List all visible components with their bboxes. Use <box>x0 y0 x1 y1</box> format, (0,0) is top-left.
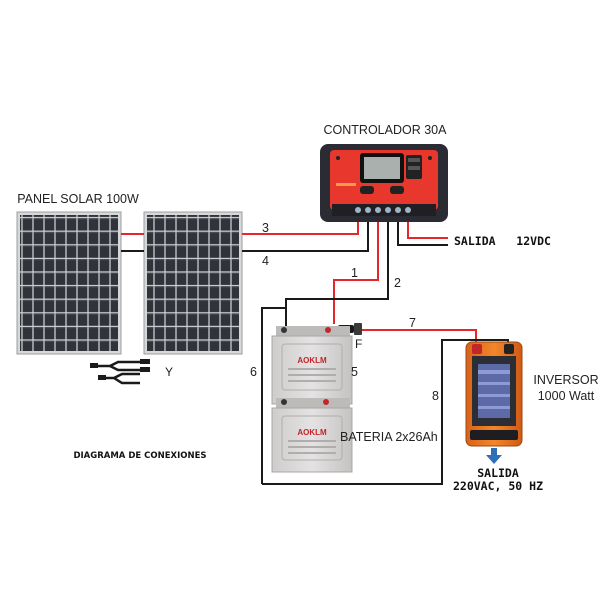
wire-1 <box>333 218 379 324</box>
wire-3 <box>242 218 359 235</box>
wire-6 <box>261 307 287 484</box>
inverter-label-line1: INVERSOR <box>533 373 598 387</box>
wire-number-6: 6 <box>250 365 257 379</box>
inverter <box>465 341 523 447</box>
wire-number-2: 2 <box>394 276 401 290</box>
panel-label: PANEL SOLAR 100W <box>17 192 139 206</box>
wire-number-4: 4 <box>262 254 269 268</box>
solar-panel-right <box>143 211 243 355</box>
battery-bottom-brand: AOKLM <box>297 428 327 437</box>
y-connector-label: Y <box>165 365 173 379</box>
wire-7 <box>360 329 477 344</box>
wire-8 <box>262 339 509 485</box>
battery-top-brand: AOKLM <box>297 356 327 365</box>
charge-controller <box>320 144 448 222</box>
fuse-label: F <box>355 337 362 351</box>
wire-number-3: 3 <box>262 221 269 235</box>
ac-output-label-line2: 220VAC, 50 HZ <box>453 479 543 493</box>
wire-4 <box>242 218 369 252</box>
arrow-down-icon <box>486 448 502 464</box>
wire-number-8: 8 <box>432 389 439 403</box>
solar-panel-left <box>16 211 122 355</box>
dc-out-negative <box>397 218 448 246</box>
dc-output-label: SALIDA 12VDC <box>454 234 551 248</box>
dc-out-positive <box>407 218 448 239</box>
battery-top: AOKLM <box>271 326 353 405</box>
inverter-label-line2: 1000 Watt <box>538 389 595 403</box>
diagram-title: DIAGRAMA DE CONEXIONES <box>73 451 206 461</box>
battery-label: BATERIA 2x26Ah <box>340 430 438 444</box>
wire-number-7: 7 <box>409 316 416 330</box>
controller-label: CONTROLADOR 30A <box>324 123 448 137</box>
battery-bottom: AOKLM <box>271 398 353 473</box>
wire-number-1: 1 <box>351 266 358 280</box>
ac-output-label-line1: SALIDA <box>477 466 519 480</box>
y-connector-icon <box>90 359 150 385</box>
wire-number-5: 5 <box>351 365 358 379</box>
